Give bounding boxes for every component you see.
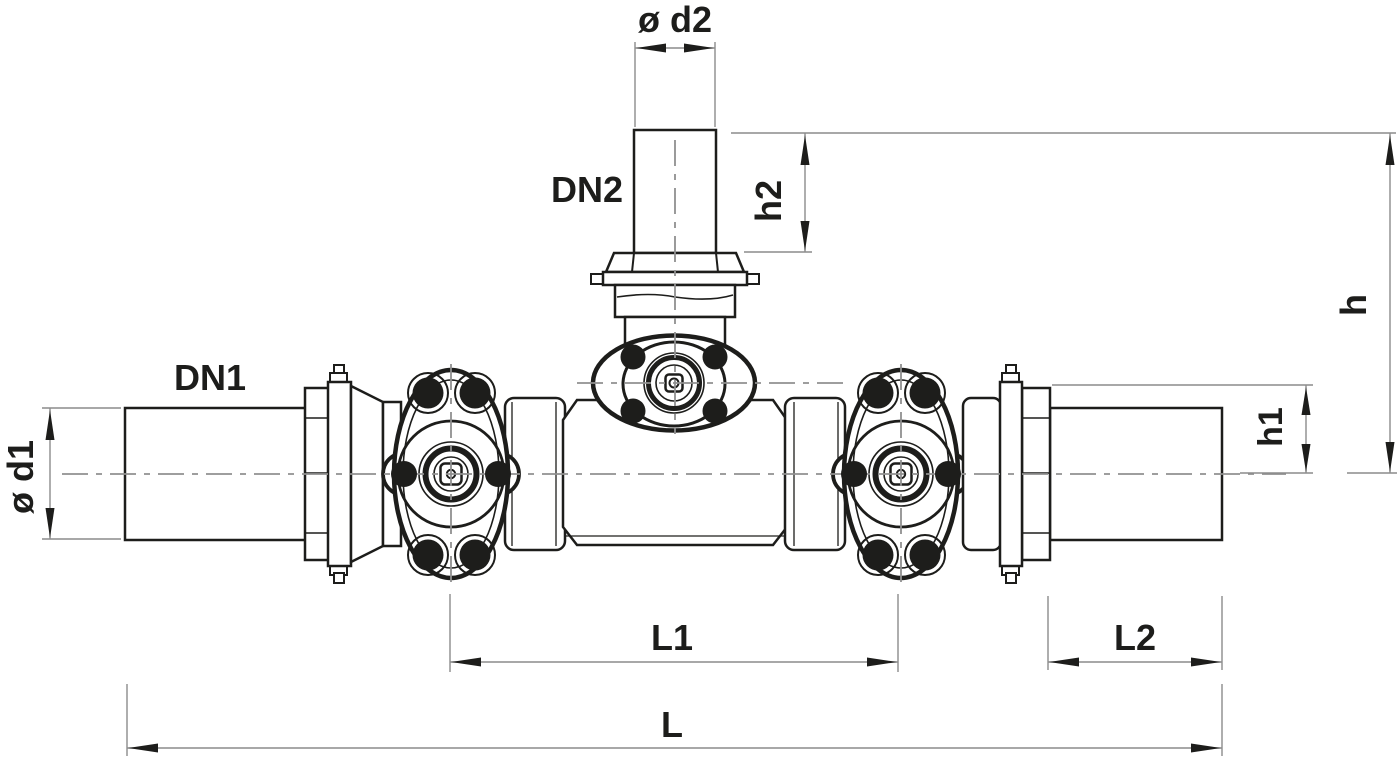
dim-l1-arrow-right [867,657,897,667]
left-flange-bolt [412,539,444,571]
right-flange-ear-bolt [841,461,867,487]
left-coupling-bottom-nub [333,572,345,584]
left-flange-bolt-ring [454,534,496,576]
dim-h1-arrow-bottom [1301,444,1311,472]
dim-l2-label: L2 [1114,617,1156,658]
right-flange-bolt-ring [904,372,946,414]
left-flange-bolt [459,377,491,409]
main-t-body [503,396,847,552]
dim-h: h [1333,133,1397,474]
left-flange-bolt [412,377,444,409]
dim-h-arrow-top [1385,135,1395,165]
right-flange-bolt [909,377,941,409]
dim-h2-arrow-bottom [800,221,810,251]
dim-l-arrow-right [1191,743,1221,753]
right-flange-bolt-ring [857,372,899,414]
dim-d1-arrow-bottom [45,508,55,538]
dim-d1: ø d1 [0,407,121,540]
dim-h2: h2 [744,133,812,253]
centerlines [62,140,1286,584]
left-flange-bolt-ring [407,372,449,414]
right-flange-bolt-ring [857,534,899,576]
right-coupling-bottom-nub [1005,572,1017,584]
branch-nut-facet [631,252,635,273]
dim-l1-label: L1 [651,617,693,658]
top-flange-bolt [620,344,646,370]
right-flange-bolt [909,539,941,571]
dim-d2-arrow-left [636,43,666,53]
right-flange-bolt [862,377,894,409]
top-flange-bolt [702,344,728,370]
left-flange-bolt [459,539,491,571]
flange-bolts [391,344,961,571]
dim-l1-arrow-left [451,657,481,667]
right-flange-ear-bolt [935,461,961,487]
branch-nut-facet [715,252,719,273]
left-flange-ear-bolt [391,461,417,487]
dim-h1-label: h1 [1252,407,1290,447]
left-flange-ear-bolt [485,461,511,487]
dim-h1: h1 [1052,384,1313,474]
left-flange-bolt-ring [454,372,496,414]
dim-h-arrow-bottom [1385,442,1395,472]
dim-d2-label: ø d2 [638,0,712,40]
label-dn2: DN2 [551,169,623,210]
dim-l1: L1 [449,594,899,672]
dim-d1-label: ø d1 [0,440,41,514]
dim-d1-arrow-top [45,410,55,440]
dim-h2-arrow-top [800,135,810,165]
dim-l: L [126,684,1223,756]
dim-d2-arrow-right [684,43,714,53]
dim-l2-arrow-right [1191,657,1221,667]
dim-h1-arrow-top [1301,387,1311,415]
dim-l2-arrow-left [1049,657,1079,667]
label-dn1: DN1 [174,357,246,398]
top-flange-bolt [620,398,646,424]
dim-l2: L2 [1047,596,1223,670]
right-flange-bolt-ring [904,534,946,576]
top-flange-bolt [702,398,728,424]
fitting-body [123,128,1224,584]
dim-l-label: L [661,704,683,745]
dim-h-label: h [1333,294,1374,316]
right-flange-bolt [862,539,894,571]
dim-h2-label: h2 [748,180,789,222]
left-flange-bolt-ring [407,534,449,576]
dim-l-arrow-left [128,743,158,753]
dim-d2: ø d2 [634,0,716,127]
